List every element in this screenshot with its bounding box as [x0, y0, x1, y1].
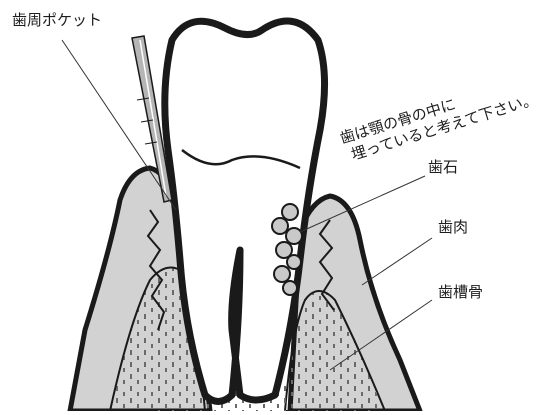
gum-leader: [362, 238, 432, 285]
label-alveolar-bone: 歯槽骨: [438, 285, 483, 300]
label-periodontal-pocket: 歯周ポケット: [12, 13, 102, 28]
label-gum: 歯肉: [438, 220, 468, 235]
label-calculus: 歯石: [428, 160, 458, 175]
